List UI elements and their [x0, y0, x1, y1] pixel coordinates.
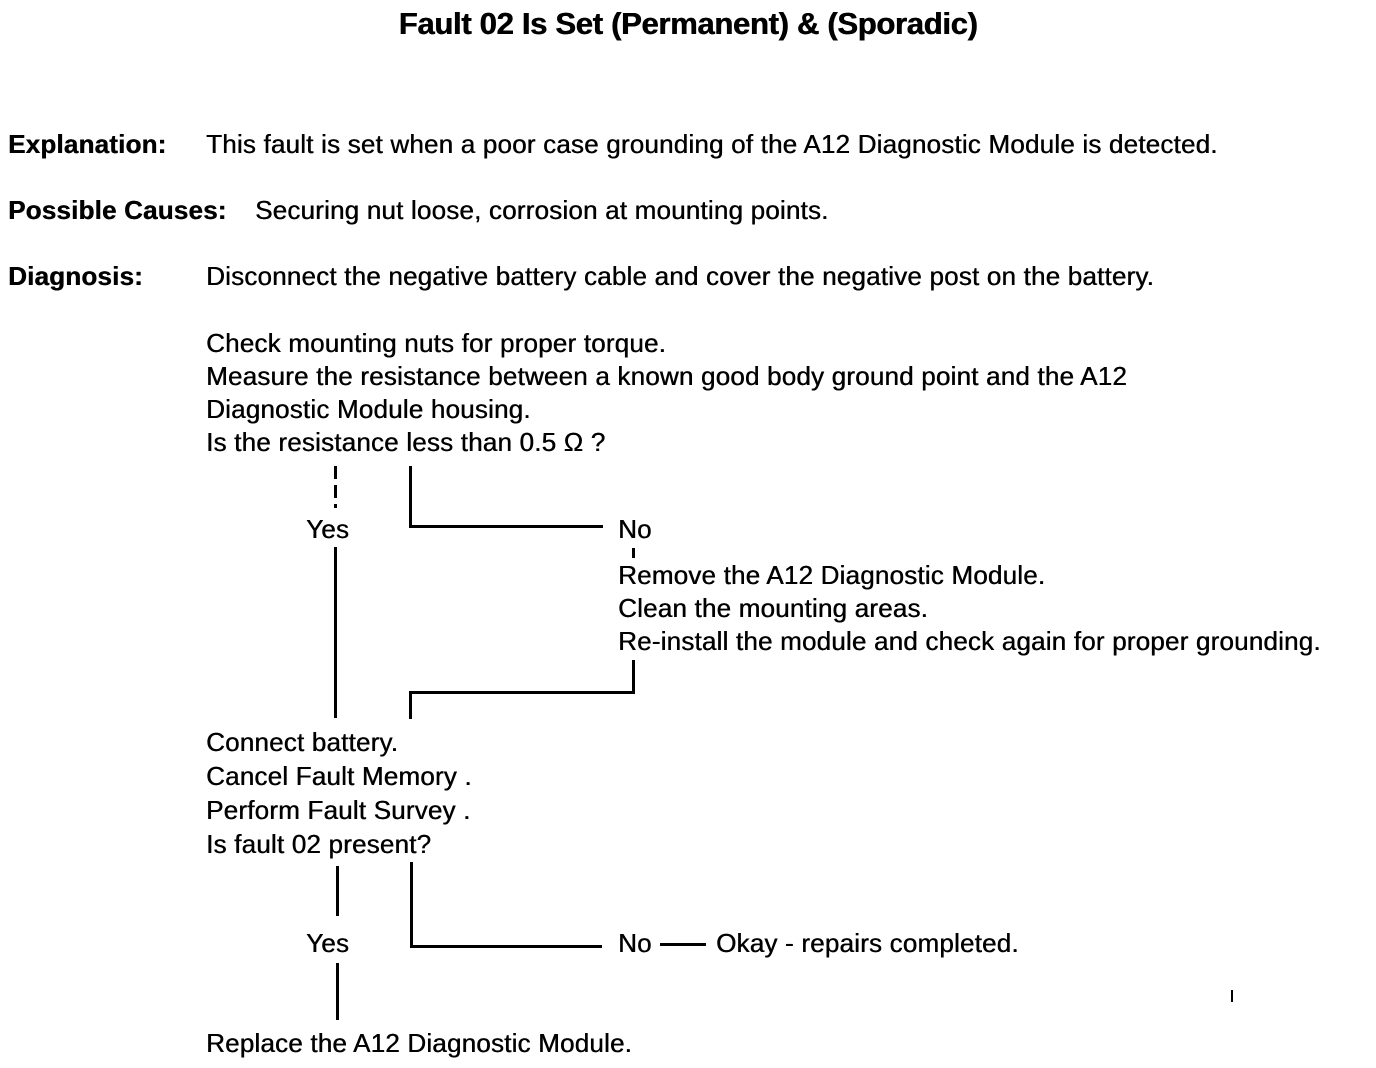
- explanation-label: Explanation:: [8, 129, 167, 159]
- question1-line: Check mounting nuts for proper torque.: [206, 328, 666, 358]
- question2-line: Cancel Fault Memory .: [206, 761, 472, 791]
- possible-causes-text: Securing nut loose, corrosion at mountin…: [255, 195, 829, 225]
- question1-line: Measure the resistance between a known g…: [206, 361, 1127, 391]
- question1-line: Diagnostic Module housing.: [206, 394, 531, 424]
- page-title: Fault 02 Is Set (Permanent) & (Sporadic): [398, 6, 978, 41]
- branch2-yes-stub-line: [336, 866, 339, 916]
- merge-drop-line: [409, 691, 412, 719]
- branch1-no-label: No: [618, 514, 652, 544]
- branch1-no-tick-line: [632, 548, 635, 558]
- merge-horizontal-line: [409, 691, 635, 694]
- branch2-no-result-connector-line: [660, 943, 706, 946]
- explanation-text: This fault is set when a poor case groun…: [206, 129, 1218, 159]
- branch2-no-label: No: [618, 928, 652, 958]
- diagnosis-text: Disconnect the negative battery cable an…: [206, 261, 1154, 291]
- question2-line: Connect battery.: [206, 727, 399, 757]
- branch1-yes-stub-line: [334, 466, 337, 508]
- question2-line: Is fault 02 present?: [206, 829, 432, 859]
- possible-causes-label: Possible Causes:: [8, 195, 227, 225]
- merge-down-line: [632, 660, 635, 694]
- scan-artifact-mark: [1231, 990, 1233, 1002]
- yes2-action-text: Replace the A12 Diagnostic Module.: [206, 1028, 632, 1058]
- no1-action-line: Remove the A12 Diagnostic Module.: [618, 560, 1046, 590]
- branch2-no-stub-line: [410, 862, 413, 948]
- question1-line: Is the resistance less than 0.5 Ω ?: [206, 427, 606, 457]
- branch2-no-horizontal-line: [410, 945, 602, 948]
- branch1-no-stub-line: [409, 466, 412, 528]
- branch2-yes-down-line: [336, 963, 339, 1020]
- branch2-yes-label: Yes: [306, 928, 350, 958]
- branch1-yes-down-line: [334, 547, 337, 718]
- branch2-no-result-text: Okay - repairs completed.: [716, 928, 1019, 958]
- branch1-yes-label: Yes: [306, 514, 350, 544]
- no1-action-line: Re-install the module and check again fo…: [618, 626, 1321, 656]
- diagnosis-label: Diagnosis:: [8, 261, 143, 291]
- no1-action-line: Clean the mounting areas.: [618, 593, 928, 623]
- question2-line: Perform Fault Survey .: [206, 795, 471, 825]
- branch1-no-horizontal-line: [409, 525, 603, 528]
